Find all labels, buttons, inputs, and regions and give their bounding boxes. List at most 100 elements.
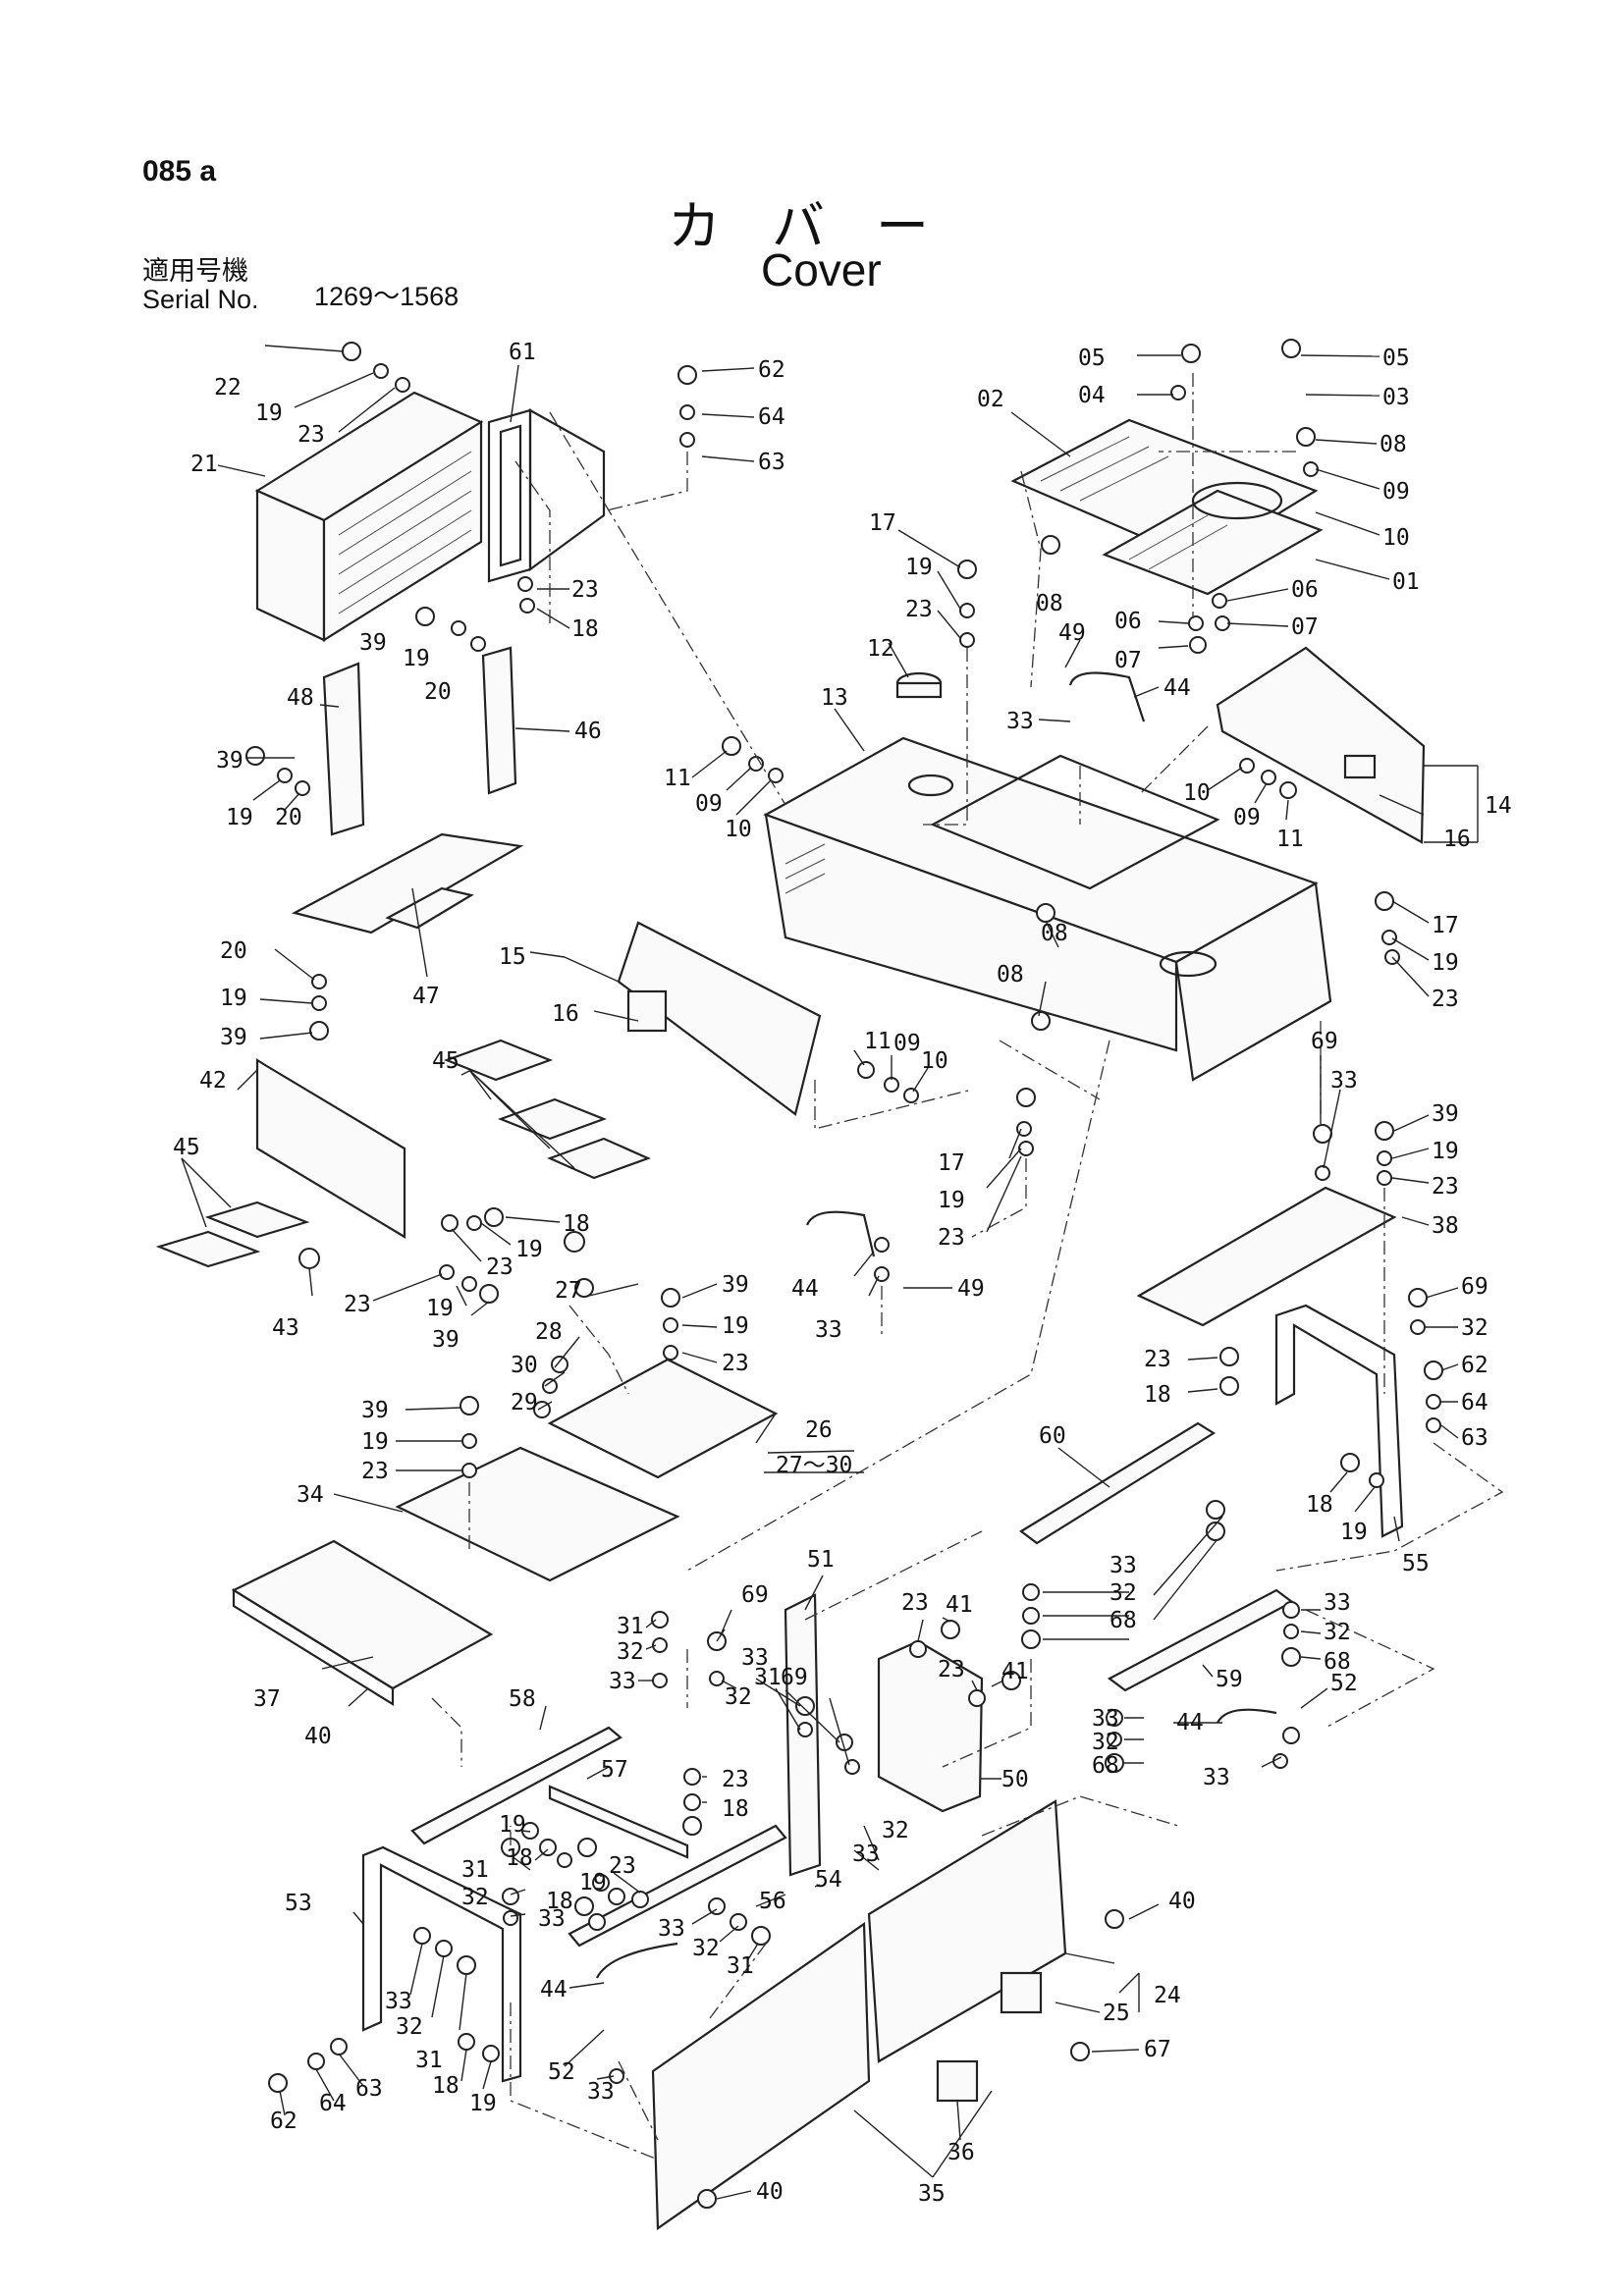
callout-39d: 39 — [1432, 1101, 1459, 1127]
callout-31b: 31 — [754, 1665, 782, 1690]
callout-63b: 63 — [1461, 1425, 1488, 1451]
callout-32b: 32 — [1109, 1580, 1137, 1606]
callout-62c: 62 — [270, 2109, 298, 2134]
callout-64b: 64 — [1461, 1390, 1488, 1415]
callout-09c: 09 — [1233, 805, 1261, 830]
callout-33b: 33 — [1330, 1068, 1358, 1094]
callout-33l: 33 — [658, 1916, 685, 1942]
callout-67: 67 — [1144, 2037, 1171, 2062]
callout-32a: 32 — [1461, 1315, 1488, 1341]
part-cover-42 — [255, 1058, 406, 1239]
callout-40a: 40 — [304, 1724, 332, 1749]
callout-06a: 06 — [1291, 577, 1319, 603]
callout-17c: 17 — [938, 1150, 965, 1176]
callout-63c: 63 — [355, 2076, 383, 2102]
callout-23b: 23 — [571, 577, 599, 603]
callout-27-30: 27～30 — [776, 1453, 852, 1478]
page-code: 085 a — [142, 155, 217, 187]
callout-23i: 23 — [1144, 1347, 1171, 1372]
callout-46: 46 — [574, 719, 602, 744]
callout-23f: 23 — [486, 1255, 514, 1280]
callout-21: 21 — [190, 452, 218, 477]
callout-19f: 19 — [938, 1188, 965, 1213]
callout-49b: 49 — [957, 1276, 985, 1302]
callout-51: 51 — [807, 1547, 835, 1573]
callout-43: 43 — [272, 1315, 299, 1341]
callout-32d: 32 — [617, 1639, 644, 1665]
callout-24: 24 — [1154, 1983, 1181, 2008]
callout-47: 47 — [412, 984, 440, 1009]
callout-22: 22 — [214, 375, 242, 400]
callout-32c: 32 — [1324, 1620, 1351, 1645]
callout-34: 34 — [297, 1482, 324, 1508]
callout-32i: 32 — [692, 1936, 720, 1961]
part-plate-34 — [395, 1446, 680, 1582]
serial-label: 適用号機 Serial No. — [142, 257, 259, 314]
part-lock-25 — [1000, 1971, 1043, 2014]
callout-39g: 39 — [361, 1398, 389, 1423]
callout-42: 42 — [199, 1068, 227, 1094]
callout-44c: 44 — [1176, 1710, 1204, 1735]
serial-label-english: Serial No. — [142, 285, 259, 314]
callout-32h: 32 — [461, 1885, 489, 1910]
callout-23e: 23 — [1432, 1174, 1459, 1200]
callout-09a: 09 — [1382, 479, 1410, 505]
callout-19o: 19 — [469, 2091, 497, 2116]
callout-41b: 41 — [1001, 1659, 1029, 1684]
callout-labels: 22 19 23 21 61 62 64 63 05 04 05 03 02 0… — [173, 340, 1512, 2207]
part-bar-59 — [1107, 1588, 1295, 1692]
callout-07a: 07 — [1291, 614, 1319, 640]
callout-23a: 23 — [905, 597, 933, 622]
callout-10c: 10 — [1183, 780, 1211, 806]
callout-62b: 62 — [1461, 1353, 1488, 1378]
callout-15: 15 — [499, 944, 526, 970]
callout-23n: 23 — [609, 1853, 636, 1879]
part-lock-36 — [936, 2059, 979, 2103]
callout-19a: 19 — [905, 555, 933, 580]
callout-33h: 33 — [1092, 1706, 1119, 1732]
callout-55: 55 — [1402, 1551, 1430, 1576]
part-frame-53 — [361, 1845, 522, 2083]
callout-13: 13 — [821, 685, 848, 711]
callout-10a: 10 — [1382, 525, 1410, 551]
callout-23d: 23 — [938, 1225, 965, 1251]
part-bracket-50 — [877, 1639, 984, 1813]
part-seal-48 — [322, 662, 365, 836]
callout-40c: 40 — [756, 2179, 784, 2205]
callout-23: 23 — [298, 422, 325, 448]
title-japanese: カバー — [668, 195, 980, 257]
part-seal-46 — [481, 646, 517, 795]
callout-62: 62 — [758, 357, 785, 383]
part-floor-plate-38 — [1136, 1186, 1397, 1327]
callout-32f: 32 — [1092, 1730, 1119, 1755]
callout-48: 48 — [287, 685, 314, 711]
callout-18a: 18 — [571, 616, 599, 642]
callout-19b: 19 — [403, 646, 430, 671]
callout-11b: 11 — [1276, 827, 1304, 852]
callout-54: 54 — [815, 1867, 842, 1893]
callout-63: 63 — [758, 450, 785, 475]
callout-61: 61 — [509, 340, 536, 365]
callout-26: 26 — [805, 1417, 833, 1443]
callout-20a: 20 — [424, 679, 452, 705]
callout-08a: 08 — [1380, 432, 1407, 457]
part-radiator-grille-21 — [254, 391, 484, 642]
callout-19m: 19 — [499, 1812, 526, 1838]
callout-23g: 23 — [344, 1292, 371, 1317]
callout-37: 37 — [253, 1686, 281, 1712]
callout-32g: 32 — [882, 1818, 909, 1843]
part-bars-57-58 — [410, 1726, 787, 1948]
callout-39e: 39 — [432, 1327, 460, 1353]
callout-05a: 05 — [1078, 346, 1106, 371]
callout-27a: 27 — [555, 1278, 582, 1304]
callout-19e: 19 — [220, 986, 247, 1011]
callout-04: 04 — [1078, 383, 1106, 408]
callout-50: 50 — [1001, 1767, 1029, 1792]
callout-69b: 69 — [1461, 1274, 1488, 1300]
callout-23k: 23 — [901, 1590, 929, 1616]
callout-33g: 33 — [741, 1645, 769, 1671]
callout-35: 35 — [918, 2181, 946, 2207]
callout-53: 53 — [285, 1891, 312, 1916]
callout-33f: 33 — [609, 1669, 636, 1694]
